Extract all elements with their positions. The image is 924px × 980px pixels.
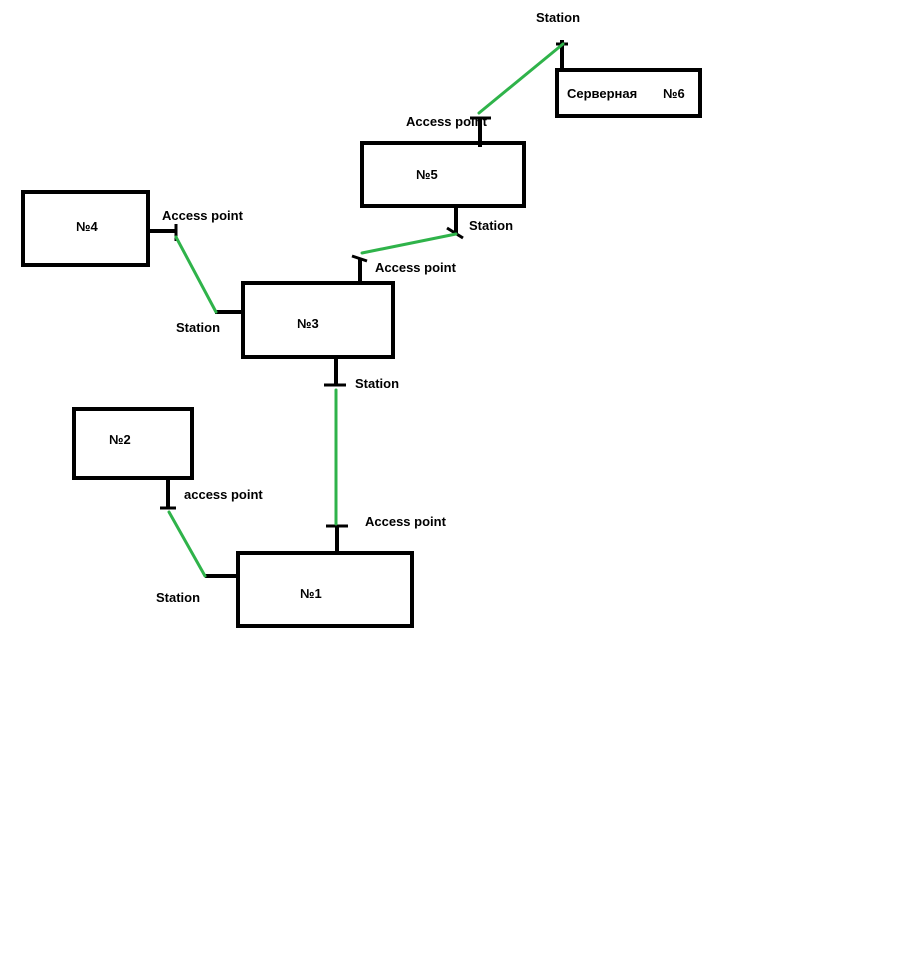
node-6-station-label: Station — [536, 10, 580, 25]
node-4-number: №4 — [76, 219, 98, 234]
link-3-5 — [360, 232, 458, 255]
node-3-station-south-label: Station — [355, 376, 399, 391]
node-4-ap-label: Access point — [162, 208, 244, 223]
node-4-box — [21, 190, 150, 267]
node-3-ap-label: Access point — [375, 260, 457, 275]
node-5-number: №5 — [416, 167, 438, 182]
node-5-box — [360, 141, 526, 208]
link-2-1 — [167, 510, 207, 578]
node-5-ap-label: Access point — [406, 114, 488, 129]
node-1-station-label: Station — [156, 590, 200, 605]
node-6-box — [555, 68, 702, 118]
link-4-3 — [174, 235, 218, 314]
node-3-station-west-label: Station — [176, 320, 220, 335]
node-3-box — [241, 281, 395, 359]
node-2-number: №2 — [109, 432, 131, 447]
node-1-box — [236, 551, 414, 628]
node-5-station-label: Station — [469, 218, 513, 233]
node-2-ap-label: access point — [184, 487, 263, 502]
node-1-number: №1 — [300, 586, 322, 601]
node-3-ap-tick — [351, 254, 368, 263]
link-5-6 — [477, 42, 565, 115]
node-6-name: Серверная — [567, 86, 637, 101]
node-2-box — [72, 407, 194, 480]
node-1-ap-label: Access point — [365, 514, 447, 529]
node-3-number: №3 — [297, 316, 319, 331]
node-6-number: №6 — [663, 86, 685, 101]
